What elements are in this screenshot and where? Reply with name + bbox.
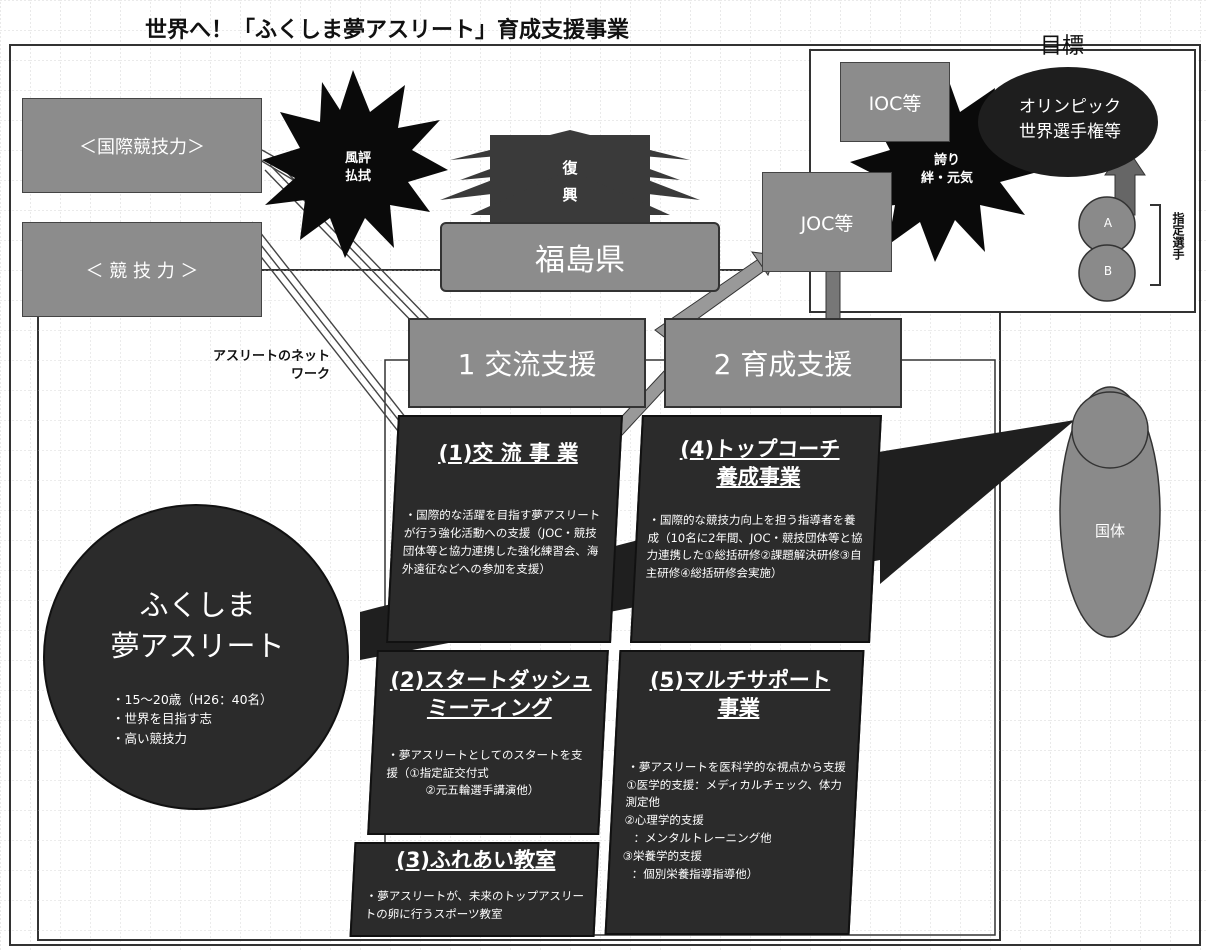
project-3-title: (3)ふれあい教室: [395, 848, 557, 872]
designated-athletes-label: 指定選手: [1171, 212, 1185, 260]
ioc-box: IOC等: [840, 62, 950, 142]
dream-athlete-name-line-2: 夢アスリート: [110, 628, 285, 663]
project-2-title-line-1: (2)スタートダッシュ: [389, 668, 593, 692]
dream-athlete-details: ・15～20歳（H26：40名） ・世界を目指す志 ・高い競技力: [112, 690, 322, 748]
circle-b-label: B: [1103, 264, 1113, 278]
dream-athlete-circle: [43, 504, 349, 810]
project-1-title: (1)交 流 事 業: [437, 441, 579, 465]
project-5-panel: (5)マルチサポート 事業 ・夢アスリートを医科学的な視点から支援 ①医学的支援…: [604, 650, 865, 935]
recovery-line-2: 興: [562, 186, 578, 204]
starburst-rumor: [262, 70, 448, 258]
project-2-body-line-1: ・夢アスリートとしてのスタートを支援（①指定証交付式: [386, 747, 583, 780]
project-5-title-line-1: (5)マルチサポート: [649, 668, 832, 692]
project-5-title: (5)マルチサポート 事業: [618, 666, 862, 723]
project-3-panel: (3)ふれあい教室 ・夢アスリートが、未来のトップアスリートの卵に行うスポーツ教…: [349, 842, 600, 937]
project-5-body-line-3: ②心理学的支援: [624, 813, 705, 828]
project-4-title-line-1: (4)トップコーチ: [679, 437, 841, 461]
project-5-body-line-5: ③栄養学的支援: [622, 848, 703, 863]
international-competition-box: ＜国際競技力＞: [22, 98, 262, 193]
kokutai-label: 国体: [1094, 522, 1125, 540]
recovery-fan: [440, 130, 700, 230]
project-2-title: (2)スタートダッシュ ミーティング: [375, 666, 606, 723]
olympic-label: オリンピック 世界選手権等: [990, 95, 1150, 144]
project-5-body-line-2: ①医学的支援：メディカルチェック、体力測定他: [625, 777, 843, 810]
project-2-panel: (2)スタートダッシュ ミーティング ・夢アスリートとしてのスタートを支援（①指…: [367, 650, 609, 835]
pride-line-1: 誇り: [933, 153, 960, 168]
rumor-label: 風評 払拭: [318, 150, 398, 186]
pride-label: 誇り 絆・元気: [902, 152, 992, 188]
training-support-header: 2 育成支援: [664, 318, 902, 408]
page-title: 世界へ！「ふくしま夢アスリート」育成支援事業: [145, 18, 630, 43]
dream-athlete-detail-3: ・高い競技力: [112, 730, 188, 746]
project-4-title-line-2: 養成事業: [716, 465, 802, 490]
project-4-panel: (4)トップコーチ 養成事業 ・国際的な競技力向上を担う指導者を養成（10名に2…: [630, 415, 882, 643]
project-4-title: (4)トップコーチ 養成事業: [640, 435, 879, 492]
athlete-network-label: アスリートのネットワーク: [212, 349, 330, 382]
dream-athlete-name-line-1: ふくしま: [139, 588, 256, 622]
competition-box: ＜ 競 技 力 ＞: [22, 222, 262, 317]
project-4-body: ・国際的な競技力向上を担う指導者を養成（10名に2年間、JOC・競技団体等と協力…: [645, 512, 863, 581]
rumor-line-1: 風評: [344, 151, 371, 166]
project-1-body: ・国際的な活躍を目指す夢アスリートが行う強化活動への支援（JOC・競技団体等と協…: [401, 508, 601, 576]
exchange-support-header: 1 交流支援: [408, 318, 646, 408]
project-2-body: ・夢アスリートとしてのスタートを支援（①指定証交付式 ②元五輪選手講演他）: [371, 723, 603, 800]
project-5-body-line-1: ・夢アスリートを医科学的な視点から支援: [626, 759, 847, 774]
project-2-title-line-2: ミーティング: [426, 696, 553, 721]
outer-frame: [9, 44, 1201, 946]
project-3-body: ・夢アスリートが、未来のトップアスリートの卵に行うスポーツ教室: [364, 889, 585, 922]
prefecture-box: 福島県: [440, 222, 720, 292]
goal-label: 目標: [1040, 34, 1085, 59]
olympic-line-2: 世界選手権等: [1019, 121, 1121, 142]
starburst-pride: [850, 70, 1045, 262]
joc-box: JOC等: [762, 172, 892, 272]
olympic-ellipse: [978, 67, 1158, 177]
project-5-body-line-6: ：個別栄養指導指導他）: [631, 866, 759, 881]
project-2-body-line-2: ②元五輪選手講演他）: [425, 783, 540, 798]
recovery-label: 復 興: [555, 155, 585, 209]
dream-athlete-name: ふくしま 夢アスリート: [60, 585, 335, 666]
circle-a-label: A: [1103, 216, 1113, 230]
project-5-body: ・夢アスリートを医科学的な視点から支援 ①医学的支援：メディカルチェック、体力測…: [609, 723, 858, 884]
olympic-line-1: オリンピック: [1019, 97, 1121, 117]
project-5-title-line-2: 事業: [717, 696, 761, 721]
rumor-line-2: 払拭: [344, 169, 371, 185]
pride-line-2: 絆・元気: [920, 171, 973, 187]
dream-athlete-detail-2: ・世界を目指す志: [112, 711, 213, 727]
recovery-line-1: 復: [562, 159, 578, 177]
project-1-panel: (1)交 流 事 業 ・国際的な活躍を目指す夢アスリートが行う強化活動への支援（…: [386, 415, 623, 643]
project-5-body-line-4: ：メンタルトレーニング他: [633, 830, 772, 845]
dream-athlete-detail-1: ・15～20歳（H26：40名）: [112, 692, 273, 707]
